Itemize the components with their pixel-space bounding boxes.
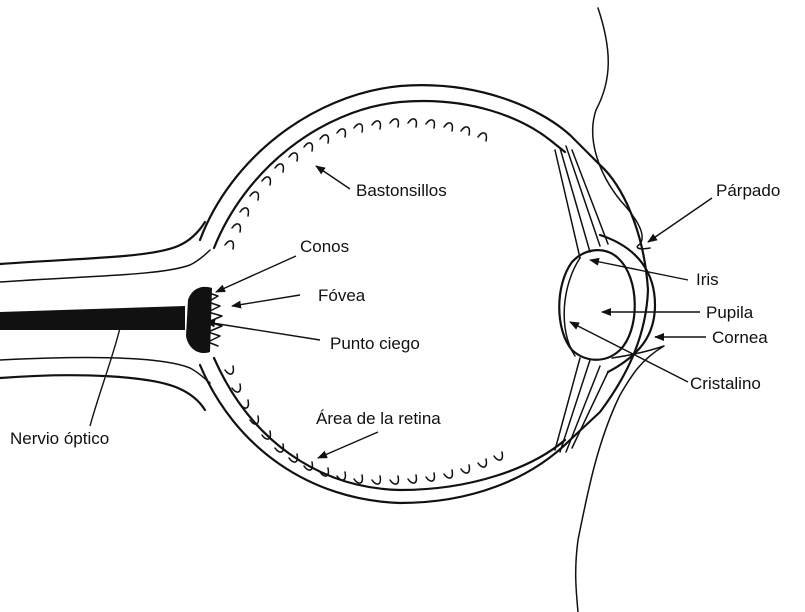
pointer-cristalino (570, 322, 688, 382)
optic-nerve-sheath-upper-inner (0, 250, 210, 282)
label-cornea: Cornea (712, 328, 768, 347)
blind-spot-disc (186, 287, 212, 353)
optic-nerve (0, 306, 185, 330)
pointer-parpado (648, 198, 712, 242)
label-nervio-optico: Nervio óptico (10, 429, 109, 448)
pointer-punto-ciego (206, 322, 320, 340)
face-profile-lower (576, 346, 664, 612)
pointer-bastonsillos (316, 166, 350, 189)
optic-nerve-sheath-lower (0, 375, 205, 410)
ciliary-fibers-lower (555, 358, 608, 452)
optic-nerve-sheath-upper (0, 222, 205, 264)
ciliary-fibers-upper (555, 146, 608, 258)
pointer-area-retina (318, 432, 378, 458)
label-punto-ciego: Punto ciego (330, 334, 420, 353)
pointer-fovea (232, 295, 300, 306)
label-iris: Iris (696, 270, 719, 289)
pointer-conos (216, 256, 296, 292)
pointer-iris (590, 260, 688, 280)
label-fovea: Fóvea (318, 286, 366, 305)
face-profile-upper (593, 8, 650, 249)
label-cristalino: Cristalino (690, 374, 761, 393)
sclera-outer (200, 85, 648, 503)
label-parpado: Párpado (716, 181, 780, 200)
label-area-retina: Área de la retina (316, 409, 441, 428)
label-conos: Conos (300, 237, 349, 256)
label-bastonsillos: Bastonsillos (356, 181, 447, 200)
label-pupila: Pupila (706, 303, 754, 322)
